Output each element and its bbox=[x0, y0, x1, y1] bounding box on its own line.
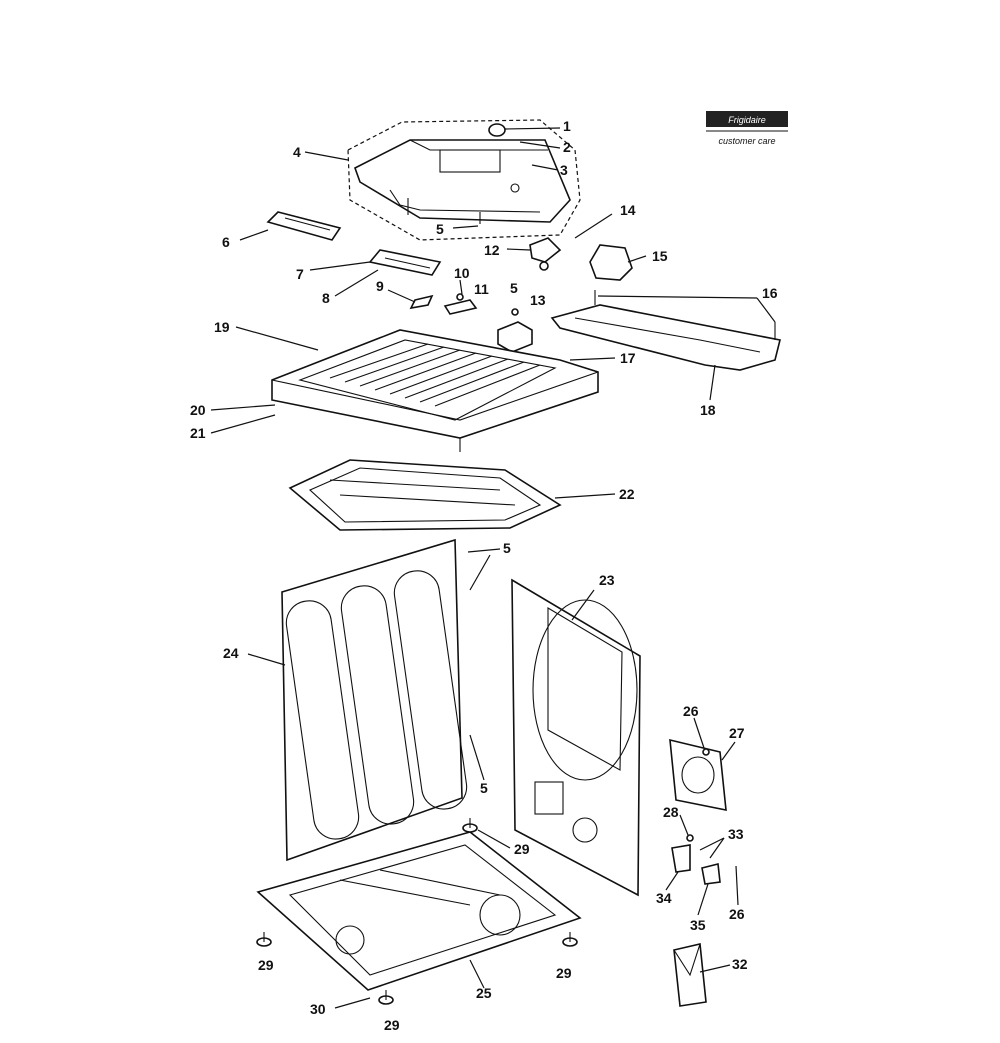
callout-6: 6 bbox=[222, 234, 230, 250]
part-9-clip bbox=[409, 294, 434, 310]
console-panel bbox=[354, 139, 571, 223]
part-18-rail bbox=[550, 290, 781, 371]
callout-5-side: 5 bbox=[503, 540, 511, 556]
console-bottom-edge bbox=[389, 189, 541, 213]
callout-14: 14 bbox=[620, 202, 636, 218]
top-panel-ribs bbox=[329, 343, 541, 407]
callout-29-top: 29 bbox=[514, 841, 530, 857]
callout-26-upper: 26 bbox=[683, 703, 699, 719]
callout-27: 27 bbox=[729, 725, 745, 741]
part-24-side-panel bbox=[281, 538, 468, 862]
callout-24: 24 bbox=[223, 645, 239, 661]
brand-logo: Frigidaire customer care bbox=[706, 111, 788, 146]
callout-13: 13 bbox=[530, 292, 546, 308]
callout-29-bottom: 29 bbox=[384, 1017, 400, 1033]
callout-5-lower: 5 bbox=[480, 780, 488, 796]
callout-9: 9 bbox=[376, 278, 384, 294]
console-top-edge bbox=[409, 139, 548, 151]
callout-3: 3 bbox=[560, 162, 568, 178]
callout-2: 2 bbox=[563, 139, 571, 155]
leg-leveler-29-a bbox=[462, 818, 478, 833]
callout-labels: 1 2 3 4 5 6 7 8 9 10 11 12 5 13 14 15 16… bbox=[190, 118, 778, 1033]
callout-16: 16 bbox=[762, 285, 778, 301]
part-22-top-plate bbox=[288, 459, 562, 531]
callout-32: 32 bbox=[732, 956, 748, 972]
callout-25: 25 bbox=[476, 985, 492, 1001]
logo-brand-text: Frigidaire bbox=[728, 115, 766, 125]
part-11-screw bbox=[456, 293, 464, 301]
console-knob-hole bbox=[510, 183, 520, 193]
callout-10: 10 bbox=[454, 265, 470, 281]
callout-8: 8 bbox=[322, 290, 330, 306]
part-34-bracket bbox=[671, 834, 694, 873]
callout-17: 17 bbox=[620, 350, 636, 366]
callout-28: 28 bbox=[663, 804, 679, 820]
callout-12: 12 bbox=[484, 242, 500, 258]
part-6-bracket bbox=[266, 211, 342, 241]
callout-33: 33 bbox=[728, 826, 744, 842]
callout-29-right: 29 bbox=[556, 965, 572, 981]
callout-19: 19 bbox=[214, 319, 230, 335]
leg-leveler-29-d bbox=[378, 990, 394, 1005]
callout-21: 21 bbox=[190, 425, 206, 441]
callout-15: 15 bbox=[652, 248, 668, 264]
logo-black-bar bbox=[706, 111, 788, 127]
callout-5-console: 5 bbox=[436, 221, 444, 237]
part-7-terminal-block bbox=[368, 249, 442, 276]
callout-4: 4 bbox=[293, 144, 301, 160]
leg-leveler-29-b bbox=[256, 932, 272, 947]
callout-20: 20 bbox=[190, 402, 206, 418]
part-27-access-cover bbox=[669, 738, 727, 811]
callout-18: 18 bbox=[700, 402, 716, 418]
callout-22: 22 bbox=[619, 486, 635, 502]
callout-5-module: 5 bbox=[510, 280, 518, 296]
callout-1: 1 bbox=[563, 118, 571, 134]
part-10-plate bbox=[443, 293, 478, 315]
console-assembly bbox=[347, 119, 581, 241]
part-25-base bbox=[256, 831, 582, 991]
knob-part-1 bbox=[488, 123, 506, 137]
callout-7: 7 bbox=[296, 266, 304, 282]
callout-35: 35 bbox=[690, 917, 706, 933]
callout-30: 30 bbox=[310, 1001, 326, 1017]
part-12-switch bbox=[529, 237, 562, 271]
part-23-rear-panel bbox=[511, 578, 641, 897]
leg-leveler-29-c bbox=[562, 932, 578, 947]
part-19-top-panel bbox=[271, 329, 599, 452]
leader-lines bbox=[210, 127, 776, 1009]
callout-26-lower: 26 bbox=[729, 906, 745, 922]
part-15-timer bbox=[589, 244, 633, 281]
callout-29-left: 29 bbox=[258, 957, 274, 973]
part-32-literature bbox=[673, 943, 707, 1007]
console-assembly-outline bbox=[347, 119, 581, 241]
callout-11: 11 bbox=[474, 281, 489, 297]
part-13-module bbox=[497, 308, 533, 353]
display-window bbox=[439, 149, 501, 173]
callout-23: 23 bbox=[599, 572, 615, 588]
callout-34: 34 bbox=[656, 890, 672, 906]
part-35-clip bbox=[701, 863, 721, 885]
logo-subtext: customer care bbox=[718, 136, 775, 146]
